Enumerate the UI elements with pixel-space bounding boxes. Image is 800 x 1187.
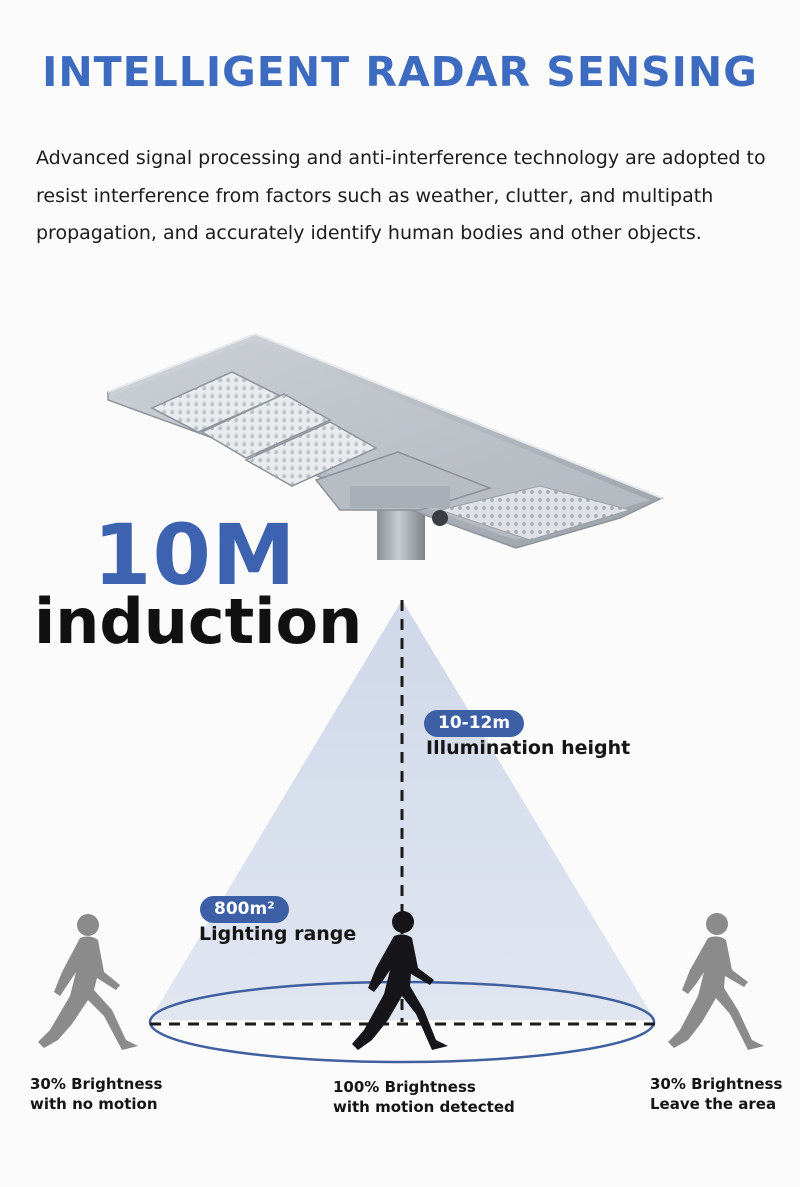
range-label: Lighting range <box>199 923 357 945</box>
scenario-brightness: 30% Brightness <box>650 1075 783 1093</box>
description-text: Advanced signal processing and anti-inte… <box>36 147 766 244</box>
solar-street-light <box>107 332 664 560</box>
scenario-condition: Leave the area <box>650 1095 777 1113</box>
scenario-condition: with motion detected <box>333 1098 515 1116</box>
page-title: INTELLIGENT RADAR SENSING <box>42 48 758 96</box>
scenario-brightness: 100% Brightness <box>333 1078 476 1096</box>
walking-person-icon <box>38 914 138 1050</box>
scenario-leave-area: 30% Brightness Leave the area <box>650 1074 782 1114</box>
walking-person-icon <box>352 911 448 1050</box>
induction-distance: 10M <box>93 506 297 604</box>
scenario-no-motion: 30% Brightness with no motion <box>30 1074 162 1114</box>
scenario-motion-detected: 100% Brightness with motion detected <box>333 1077 515 1117</box>
walking-person-icon <box>668 913 764 1050</box>
height-badge: 10-12m <box>424 710 525 737</box>
range-badge: 800m² <box>200 896 289 923</box>
scenario-condition: with no motion <box>30 1095 158 1113</box>
scenario-brightness: 30% Brightness <box>30 1075 163 1093</box>
height-label: Illumination height <box>426 737 631 759</box>
induction-label: induction <box>34 585 363 658</box>
